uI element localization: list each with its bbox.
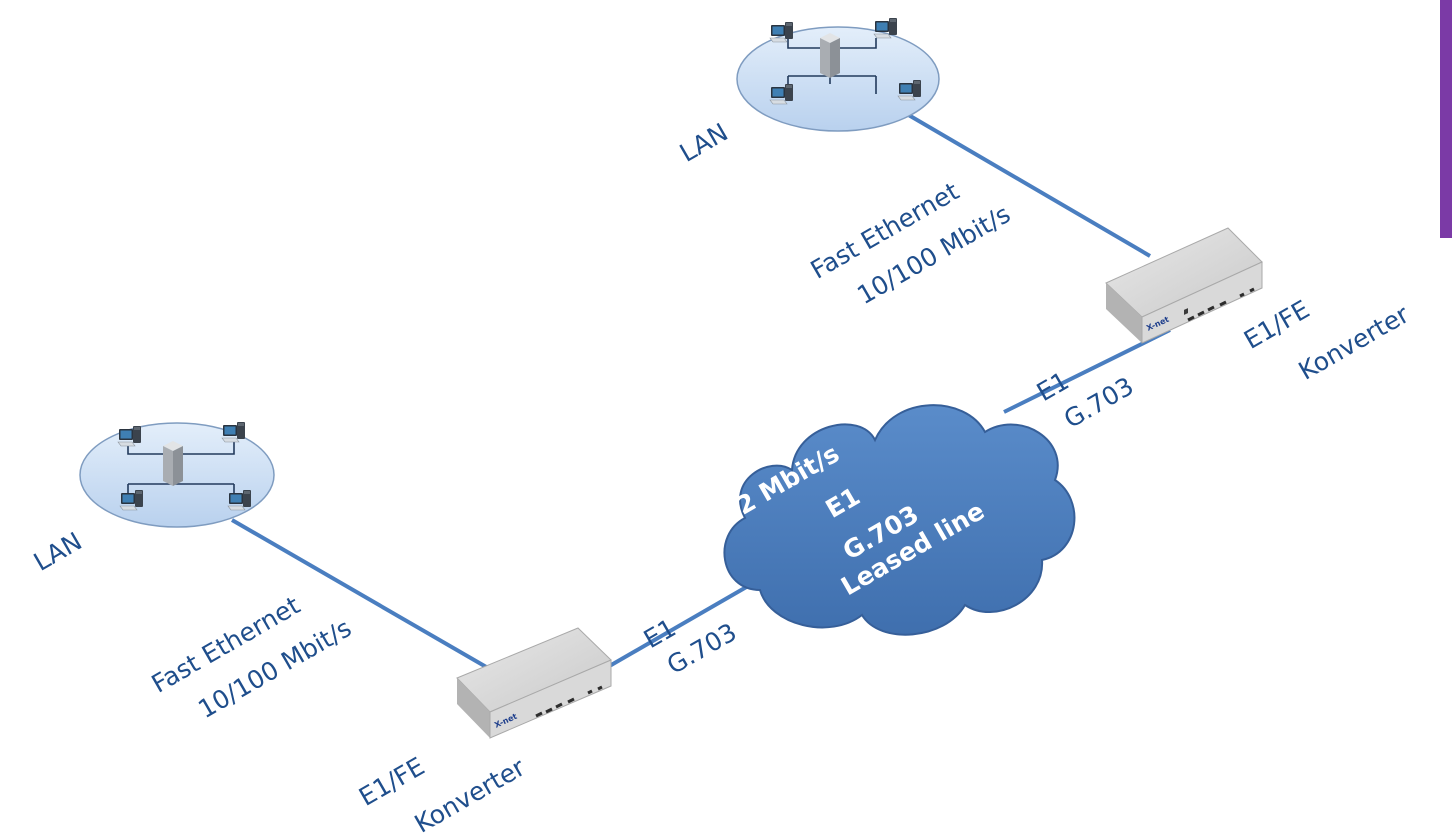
lan-bottom[interactable]: [79, 421, 275, 528]
workstation-icon: [117, 425, 142, 447]
converter-top-sublabel: Konverter: [1294, 299, 1415, 386]
converter-top-label: E1/FE: [1239, 295, 1314, 355]
server-icon: [163, 441, 183, 486]
workstation-icon: [769, 21, 794, 43]
converter-device-icon: [1105, 227, 1263, 344]
lan-bottom-label: LAN: [29, 527, 87, 577]
workstation-icon: [897, 79, 922, 101]
workstation-icon: [873, 17, 898, 39]
server-icon: [820, 33, 840, 78]
e1-label-top: E1: [1032, 366, 1074, 407]
workstation-icon: [119, 489, 144, 511]
leased-line-cloud[interactable]: 2 Mbit/s E1 G.703 Leased line: [723, 404, 1076, 636]
lan-top-label: LAN: [675, 118, 733, 168]
converter-device-icon: [456, 627, 612, 739]
converter-top[interactable]: X-net: [1105, 227, 1263, 344]
lan-top[interactable]: [736, 17, 940, 132]
e1-link-top: [1003, 328, 1171, 414]
e1-link-bottom: [605, 576, 763, 670]
accent-bar: [1440, 0, 1452, 238]
workstation-icon: [227, 489, 252, 511]
converter-bottom-sublabel: Konverter: [410, 752, 531, 834]
converter-bottom-label: E1/FE: [354, 752, 429, 812]
workstation-icon: [221, 421, 246, 443]
lan-disc-icon: [736, 26, 940, 132]
cloud-icon: [723, 404, 1076, 636]
workstation-icon: [769, 83, 794, 105]
fast-ethernet-link-bottom: [230, 518, 490, 670]
fast-ethernet-link-top: [898, 108, 1152, 258]
converter-bottom[interactable]: X-net: [456, 627, 612, 739]
